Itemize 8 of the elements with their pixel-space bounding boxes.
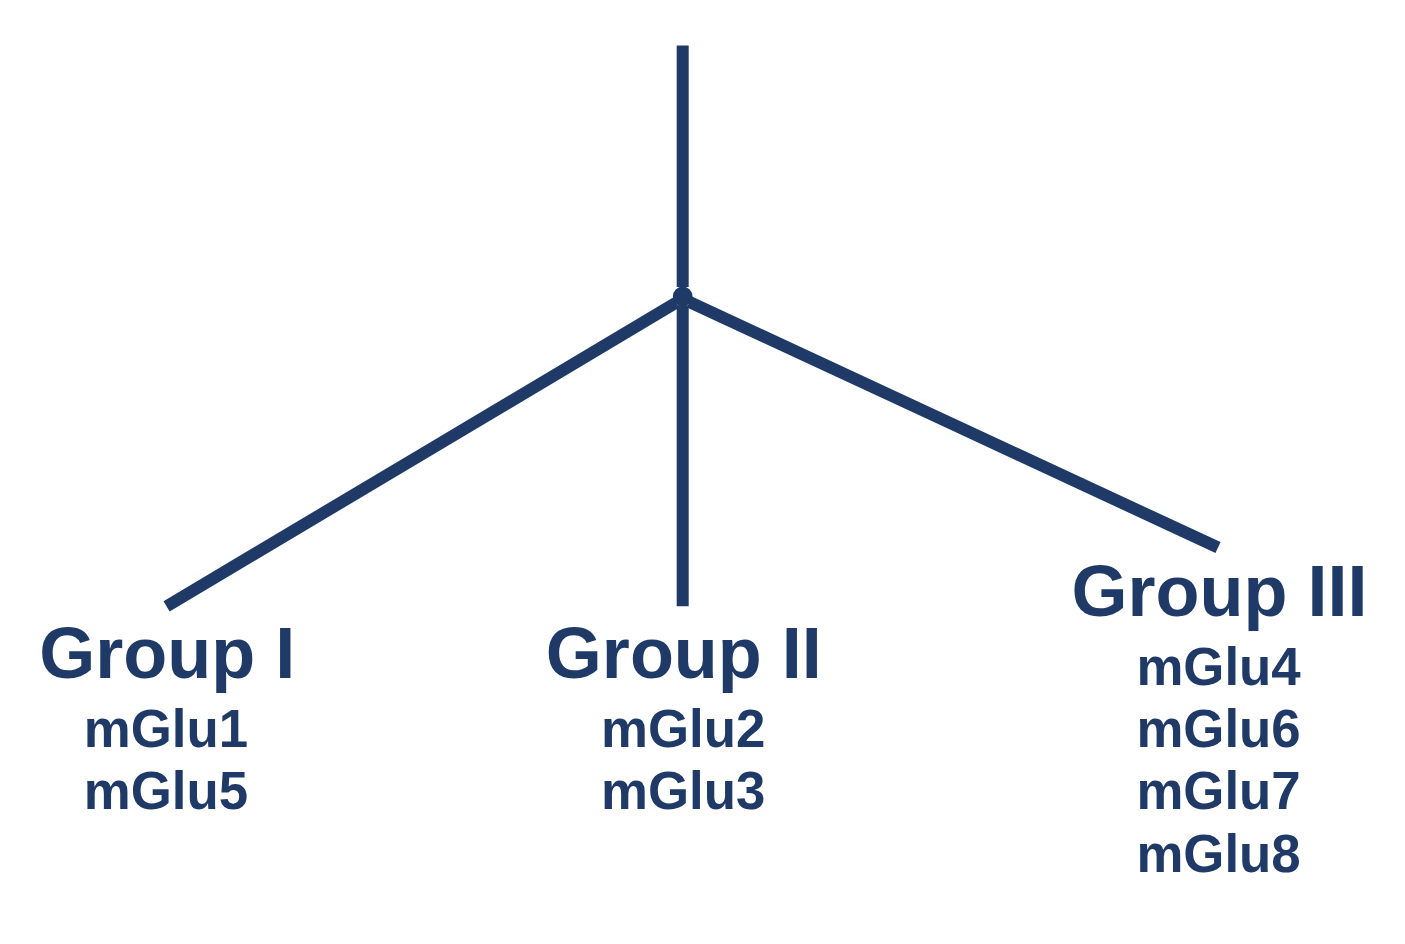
connector — [686, 296, 1221, 553]
connector — [676, 45, 689, 288]
node-text: Group II mGlu2 mGlu3 — [545, 613, 822, 821]
connector — [676, 305, 689, 607]
node-point — [672, 286, 693, 307]
node-text: Group III mGlu4 mGlu6 mGlu7 mGlu8 — [1071, 550, 1368, 883]
node-text: Group I mGlu1 mGlu5 — [39, 613, 296, 821]
connector — [163, 297, 680, 612]
